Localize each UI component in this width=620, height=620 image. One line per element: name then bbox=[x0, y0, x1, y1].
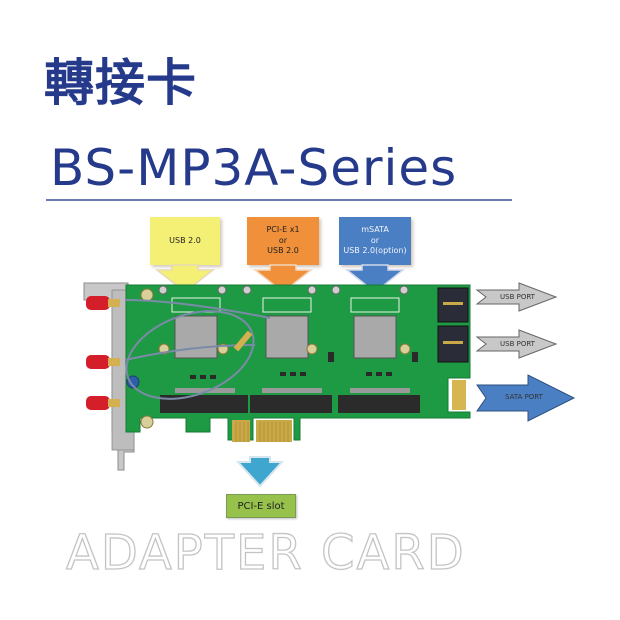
usb-port-label-2: USB PORT bbox=[500, 340, 535, 348]
product-series-title: BS-MP3A-Series bbox=[50, 139, 458, 197]
page-title-chinese: 轉接卡 bbox=[44, 54, 197, 112]
callout-line: USB 2.0(option) bbox=[343, 246, 407, 256]
callout-line: USB 2.0 bbox=[169, 235, 201, 245]
adapter-card-caption: ADAPTER CARD bbox=[65, 525, 466, 581]
sata-port-label: SATA PORT bbox=[505, 393, 543, 401]
pcie-slot-arrow-icon bbox=[235, 456, 285, 488]
callout-pcie-or-usb: PCI-E x1 or USB 2.0 bbox=[247, 217, 319, 265]
callout-line: USB 2.0 bbox=[267, 246, 299, 256]
callout-line: or bbox=[278, 235, 288, 245]
usb-port-arrow-1 bbox=[475, 282, 558, 312]
pcie-slot-label: PCI-E slot bbox=[226, 494, 296, 518]
callout-line: PCI-E x1 bbox=[266, 224, 300, 234]
antenna-connectors bbox=[86, 296, 120, 410]
usb-port-label-1: USB PORT bbox=[500, 293, 535, 301]
sata-port-arrow bbox=[476, 374, 576, 422]
callout-line: or bbox=[370, 235, 380, 245]
callout-line: mSATA bbox=[361, 224, 389, 234]
callout-arrow-icons bbox=[154, 264, 406, 293]
pcb-board bbox=[86, 284, 471, 442]
usb-port-arrow-2 bbox=[475, 329, 558, 359]
callout-msata-or-usb: mSATA or USB 2.0(option) bbox=[339, 217, 411, 265]
callout-usb20: USB 2.0 bbox=[150, 217, 220, 265]
title-divider bbox=[46, 199, 512, 201]
